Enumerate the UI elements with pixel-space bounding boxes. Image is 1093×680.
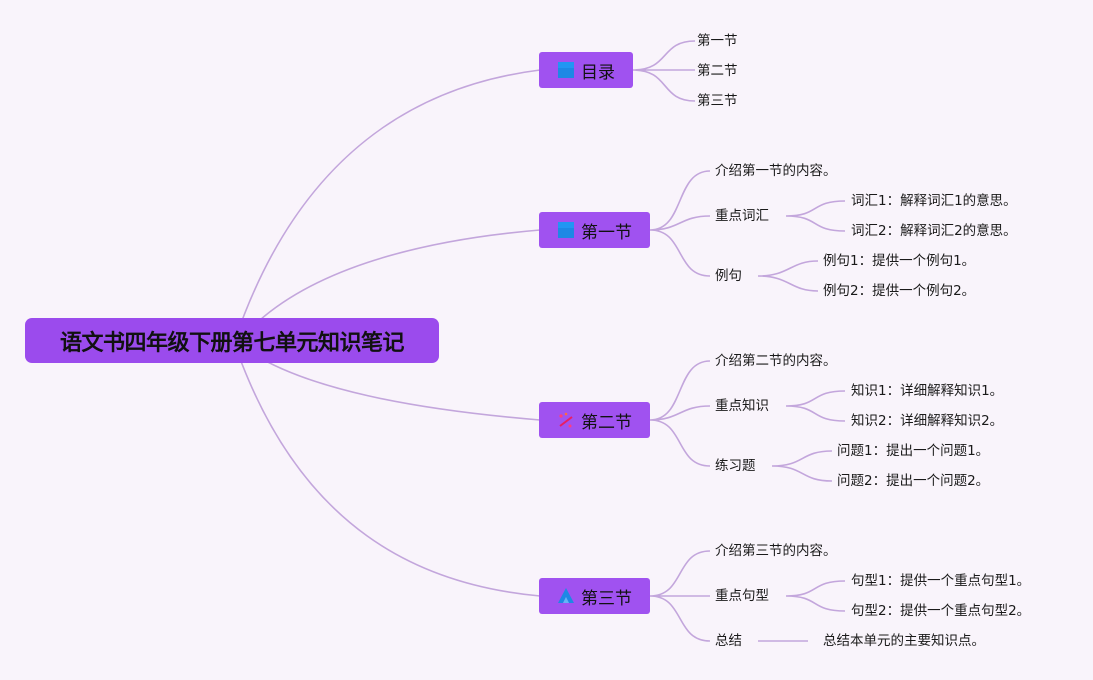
connector-root-s3 [234, 344, 541, 597]
connector-root-toc [234, 69, 541, 341]
connector-s2-exercises [771, 450, 833, 482]
s2-exercises-label[interactable]: 练习题 [715, 458, 756, 474]
triangle-logo-icon [557, 587, 575, 605]
connector-root-s1 [239, 229, 541, 341]
topic-section-1[interactable]: 第一节 [539, 212, 650, 248]
sparkle-icon [557, 411, 575, 429]
s3-pattern-item-2[interactable]: 句型2：提供一个重点句型2。 [851, 603, 1031, 619]
blue-square-icon [557, 61, 575, 79]
s2-knowledge-item-1[interactable]: 知识1：详细解释知识1。 [851, 383, 1004, 399]
connector-s2-knowledge [785, 390, 846, 422]
s3-summary-text[interactable]: 总结本单元的主要知识点。 [823, 633, 985, 649]
connector-s1-children [649, 170, 711, 277]
toc-item-2[interactable]: 第二节 [697, 63, 738, 79]
topic-section-1-label: 第一节 [581, 222, 632, 243]
s1-examples-label[interactable]: 例句 [715, 268, 742, 284]
s3-summary-label[interactable]: 总结 [715, 633, 742, 649]
topic-section-2-label: 第二节 [581, 412, 632, 433]
topic-toc-label: 目录 [581, 62, 615, 83]
toc-item-3[interactable]: 第三节 [697, 93, 738, 109]
topic-toc[interactable]: 目录 [539, 52, 633, 88]
topic-section-2[interactable]: 第二节 [539, 402, 650, 438]
connector-s3-children [649, 550, 711, 642]
s2-intro[interactable]: 介绍第二节的内容。 [715, 353, 837, 369]
s2-knowledge-label[interactable]: 重点知识 [715, 398, 769, 414]
connector-s2-children [649, 360, 711, 467]
s2-exercise-item-1[interactable]: 问题1：提出一个问题1。 [837, 443, 990, 459]
blue-square-icon [557, 221, 575, 239]
s1-vocab-label[interactable]: 重点词汇 [715, 208, 769, 224]
s1-vocab-item-2[interactable]: 词汇2：解释词汇2的意思。 [851, 223, 1017, 239]
s3-patterns-label[interactable]: 重点句型 [715, 588, 769, 604]
s3-intro[interactable]: 介绍第三节的内容。 [715, 543, 837, 559]
connector-s3-patterns [785, 580, 846, 612]
root-topic[interactable]: 语文书四年级下册第七单元知识笔记 [25, 318, 439, 363]
connector-s1-examples [757, 260, 819, 292]
connector-toc-items [632, 40, 696, 102]
topic-section-3-label: 第三节 [581, 588, 632, 609]
s1-example-item-1[interactable]: 例句1：提供一个例句1。 [823, 253, 976, 269]
s1-vocab-item-1[interactable]: 词汇1：解释词汇1的意思。 [851, 193, 1017, 209]
s1-example-item-2[interactable]: 例句2：提供一个例句2。 [823, 283, 976, 299]
s1-intro[interactable]: 介绍第一节的内容。 [715, 163, 837, 179]
connector-s1-vocab [785, 200, 846, 232]
topic-section-3[interactable]: 第三节 [539, 578, 650, 614]
s2-knowledge-item-2[interactable]: 知识2：详细解释知识2。 [851, 413, 1004, 429]
s3-pattern-item-1[interactable]: 句型1：提供一个重点句型1。 [851, 573, 1031, 589]
toc-item-1[interactable]: 第一节 [697, 33, 738, 49]
s2-exercise-item-2[interactable]: 问题2：提出一个问题2。 [837, 473, 990, 489]
